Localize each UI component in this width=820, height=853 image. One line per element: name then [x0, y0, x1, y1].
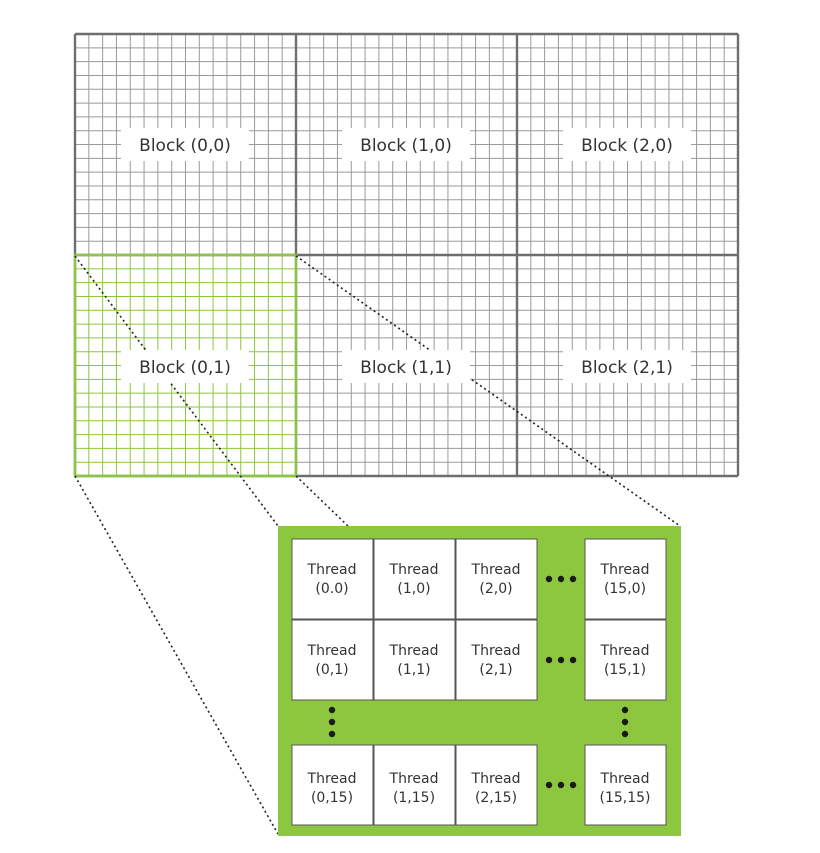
thread-label: Thread — [600, 643, 650, 659]
zoom-line-diag-2 — [295, 255, 681, 527]
thread-cell — [584, 619, 667, 701]
thread-cell — [291, 619, 374, 701]
thread-index: (2,0) — [479, 581, 512, 597]
highlighted-block-border — [73, 253, 298, 478]
thread-index: (15,15) — [599, 790, 650, 806]
thread-label: Thread — [600, 771, 650, 787]
block-label-bg — [342, 350, 470, 383]
thread-index: (0.0) — [315, 581, 348, 597]
thread-cell — [584, 538, 667, 620]
block-label-0-0: Block (0,0) — [139, 136, 231, 156]
thread-index: (1,1) — [397, 662, 430, 678]
thread-cell — [455, 744, 538, 826]
thread-label: Thread — [389, 562, 439, 578]
thread-label: Thread — [307, 643, 357, 659]
thread-index: (1,15) — [393, 790, 435, 806]
block-label-0-1: Block (0,1) — [139, 358, 231, 378]
vertical-ellipsis-icon — [621, 706, 629, 738]
thread-label: Thread — [307, 562, 357, 578]
horizontal-ellipsis-icon — [545, 575, 577, 583]
block-label-1-0: Block (1,0) — [360, 136, 452, 156]
thread-label: Thread — [471, 562, 521, 578]
thread-index: (0,1) — [315, 662, 348, 678]
thread-index: (1,0) — [397, 581, 430, 597]
vertical-ellipsis-icon — [328, 706, 336, 738]
thread-cell — [455, 538, 538, 620]
horizontal-ellipsis-icon — [545, 656, 577, 664]
thread-index: (2,1) — [479, 662, 512, 678]
block-labels: Block (0,0) Block (1,0) Block (2,0) Bloc… — [121, 128, 691, 383]
block-label-bg — [121, 128, 249, 161]
block-label-bg — [342, 128, 470, 161]
thread-index: (15,1) — [604, 662, 646, 678]
thread-label: Thread — [307, 771, 357, 787]
block-label-2-0: Block (2,0) — [581, 136, 673, 156]
thread-cell — [291, 538, 374, 620]
block-label-bg — [121, 350, 249, 383]
horizontal-ellipsis-icon — [545, 781, 577, 789]
thread-label: Thread — [389, 643, 439, 659]
zoom-lines — [74, 255, 681, 835]
thread-label: Thread — [471, 771, 521, 787]
thread-cell — [584, 744, 667, 826]
block-borders — [73, 32, 740, 478]
thread-label: Thread — [389, 771, 439, 787]
block-label-2-1: Block (2,1) — [581, 358, 673, 378]
thread-cell — [373, 744, 456, 826]
thread-label: Thread — [471, 643, 521, 659]
block-label-1-1: Block (1,1) — [360, 358, 452, 378]
thread-index: (15,0) — [604, 581, 646, 597]
thread-label: Thread — [600, 562, 650, 578]
block-label-bg — [563, 350, 691, 383]
thread-panel: Thread (0.0) Thread (1,0) Thread (2,0) T… — [278, 526, 681, 836]
zoom-line-diag-1 — [74, 255, 279, 527]
zoom-line-left-outer — [74, 475, 279, 835]
thread-index: (2,15) — [475, 790, 517, 806]
block-label-bg — [563, 128, 691, 161]
thread-cell — [373, 619, 456, 701]
thread-cell — [455, 619, 538, 701]
thread-index: (0,15) — [311, 790, 353, 806]
thread-cell — [373, 538, 456, 620]
thread-cell — [291, 744, 374, 826]
zoom-line-left-inner — [295, 475, 349, 527]
